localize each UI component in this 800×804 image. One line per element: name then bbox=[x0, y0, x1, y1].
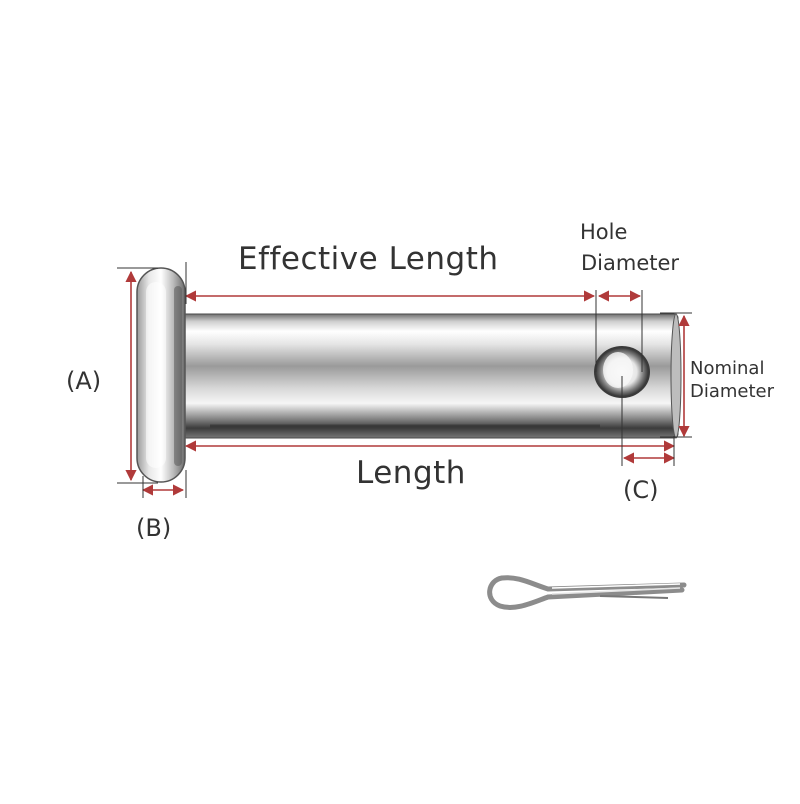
dimension-c-label: (C) bbox=[623, 476, 659, 504]
cotter-pin bbox=[487, 575, 687, 610]
nominal-label: Nominal bbox=[690, 358, 765, 379]
length-label: Length bbox=[356, 455, 466, 491]
pin-head bbox=[136, 267, 186, 483]
extension-lines bbox=[117, 262, 692, 498]
dimension-a-label: (A) bbox=[66, 367, 102, 395]
dimension-lines bbox=[125, 270, 690, 496]
cross-hole bbox=[594, 346, 650, 398]
dimension-b-label: (B) bbox=[136, 514, 172, 542]
hole-diameter-label: Diameter bbox=[581, 251, 680, 275]
effective-length-label: Effective Length bbox=[238, 241, 499, 277]
nominal-diameter-label: Diameter bbox=[690, 381, 775, 402]
hole-label: Hole bbox=[580, 220, 628, 244]
